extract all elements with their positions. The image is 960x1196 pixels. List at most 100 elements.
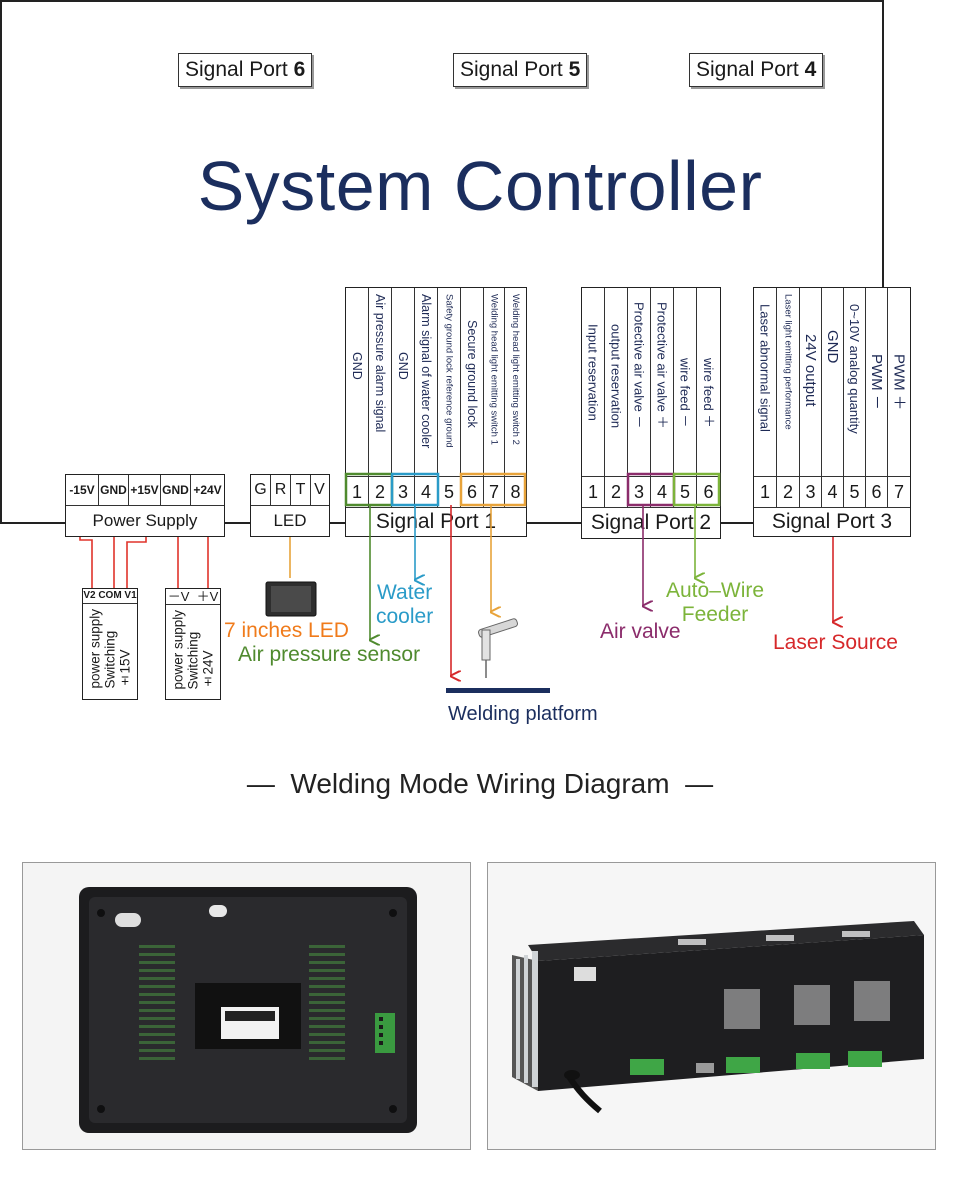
ps-pin-plus24v: +24V (193, 483, 222, 497)
psu-15v-line-2: Switching (102, 630, 118, 689)
port3-col-7: PWM ＋ (888, 288, 910, 476)
water-cooler-line-1: Water (376, 581, 433, 604)
power-wires (79, 537, 209, 588)
led-pin-v: V (314, 481, 325, 498)
port1-water-cooler-highlight (390, 472, 440, 507)
port1-signal-7: Welding head light emitting switch 1 (488, 294, 500, 445)
led-screen-icon (265, 581, 317, 617)
port1-signal-2: Air pressure alarm signal (373, 294, 387, 433)
port3-col-2: Laser light emitting performance (777, 288, 800, 476)
port2-air-valve-highlight (626, 472, 676, 507)
signal-port-4-label: Signal Port 4 (689, 53, 824, 87)
port1-signal-6: Secure ground lock (465, 320, 479, 428)
signal-port-5-label: Signal Port 5 (453, 53, 588, 87)
signal-port-4-text: Signal Port (696, 58, 799, 81)
diagram-title: System Controller (197, 147, 763, 225)
port1-col-2: Air pressure alarm signal (369, 288, 392, 476)
psu-24v-label: power supply Switching ±24V (171, 610, 216, 690)
port3-signal-3: 24V output (802, 334, 819, 407)
wire-feeder-line-1: Auto–Wire (666, 579, 765, 602)
port3-pin-1: 1 (754, 477, 777, 507)
port1-col-7: Welding head light emitting switch 1 (484, 288, 505, 476)
welding-platform-label: Welding platform (448, 703, 598, 725)
psu-15v-box: V2 COM V1 power supply Switching ±15V (82, 588, 138, 700)
led-pin-t: T (291, 475, 311, 505)
port1-pin-3: 3 (392, 477, 415, 507)
wire-feeder-line-2: Feeder (681, 603, 749, 626)
psu-24v-line-2: Switching (185, 631, 201, 690)
signal-port-6-text: Signal Port (185, 58, 288, 81)
led-screen-label: 7 inches LED (224, 619, 349, 642)
psu-24v-body: power supply Switching ±24V (166, 606, 220, 699)
port1-signal-1: GND (350, 352, 364, 380)
ps-pin-plus15v: +15V (129, 475, 161, 505)
port3-col-5: 0~10V analog quantity (844, 288, 866, 476)
signal-port-5-text: Signal Port (460, 58, 563, 81)
port3-col-3: 24V output (800, 288, 822, 476)
led-pin-g: G (251, 475, 271, 505)
water-cooler-line-2: cooler (376, 605, 434, 628)
psu-15v-line-3: power supply (87, 609, 103, 689)
ps-pin-minus15v: -15V (66, 475, 99, 505)
laser-source-label: Laser Source (773, 631, 898, 654)
port1-col-4: Alarm signal of water cooler (415, 288, 438, 476)
water-cooler-label: Water cooler (376, 581, 433, 629)
ps-pin-gnd-2: GND (161, 475, 191, 505)
port1-col-5: Safety ground lock reference ground (438, 288, 461, 476)
signal-port-6-num: 6 (293, 58, 306, 81)
port3-signal-6: PWM － (868, 354, 885, 410)
power-supply-block: -15V GND +15V GND +24V Power Supply (65, 474, 225, 537)
port1-pin-6: 6 (461, 477, 484, 507)
signal-port-3-block: Laser abnormal signal Laser light emitti… (753, 287, 911, 537)
signal-port-2-block: Input reservation output reservation Pro… (581, 287, 721, 539)
port1-air-pressure-highlight (344, 472, 394, 507)
wire-feeder-label: Auto–Wire Feeder (666, 579, 764, 627)
port2-signal-4: Protective air valve ＋ (654, 302, 670, 429)
port2-pin-3: 3 (628, 477, 651, 507)
led-block: G R T V LED (250, 474, 330, 537)
port1-col-3: GND (392, 288, 415, 476)
port2-signal-3: Protective air valve － (631, 302, 647, 429)
port2-signal-1: Input reservation (585, 324, 601, 421)
port3-pin-3: 3 (800, 477, 822, 507)
port3-signal-4: GND (824, 330, 841, 364)
signal-port-5-num: 5 (568, 58, 581, 81)
port1-col-6: Secure ground lock (461, 288, 484, 476)
port1-col-1: GND (346, 288, 369, 476)
led-screen-back-illustration (79, 887, 417, 1133)
port3-col-1: Laser abnormal signal (754, 288, 777, 476)
psu-24v-terminals: －V ＋V (166, 589, 220, 605)
air-pressure-sensor-label: Air pressure sensor (238, 643, 421, 666)
port2-pin-1: 1 (582, 477, 605, 507)
port3-pin-4: 4 (822, 477, 844, 507)
port1-signal-8: Welding head light emitting switch 2 (510, 294, 521, 445)
port1-pin-1: 1 (346, 477, 369, 507)
port2-col-1: Input reservation (582, 288, 605, 476)
power-supply-name: Power Supply (92, 511, 198, 530)
port2-col-2: output reservation (605, 288, 628, 476)
port2-wire-feed-highlight (672, 472, 721, 507)
port3-signal-5: 0~10V analog quantity (847, 304, 862, 434)
signal-port-2-name: Signal Port 2 (590, 511, 712, 534)
controller-box-illustration (512, 921, 924, 1114)
wiring-lines (79, 472, 960, 693)
port1-light-switch-highlight (459, 472, 527, 507)
port3-pin-2: 2 (777, 477, 800, 507)
controller-box-photo (487, 862, 936, 1150)
port1-pin-7: 7 (484, 477, 505, 507)
psu-15v-line-1: ±15V (117, 649, 133, 689)
psu-15v-label: power supply Switching ±15V (88, 609, 133, 689)
psu-24v-line-3: power supply (170, 610, 186, 690)
port2-pin-6: 6 (703, 482, 714, 502)
port2-pin-5: 5 (674, 477, 697, 507)
port2-signal-6: wire feed ＋ (701, 358, 716, 428)
psu-15v-body: power supply Switching ±15V (83, 605, 137, 699)
signal-port-4-num: 4 (804, 58, 817, 81)
welding-head-icon (478, 618, 518, 678)
ps-pin-gnd-1: GND (99, 475, 129, 505)
signal-port-1-name: Signal Port 1 (375, 510, 497, 533)
led-pin-r: R (271, 475, 291, 505)
led-name: LED (273, 511, 307, 530)
port3-signal-1: Laser abnormal signal (757, 304, 773, 432)
port3-col-4: GND (822, 288, 844, 476)
